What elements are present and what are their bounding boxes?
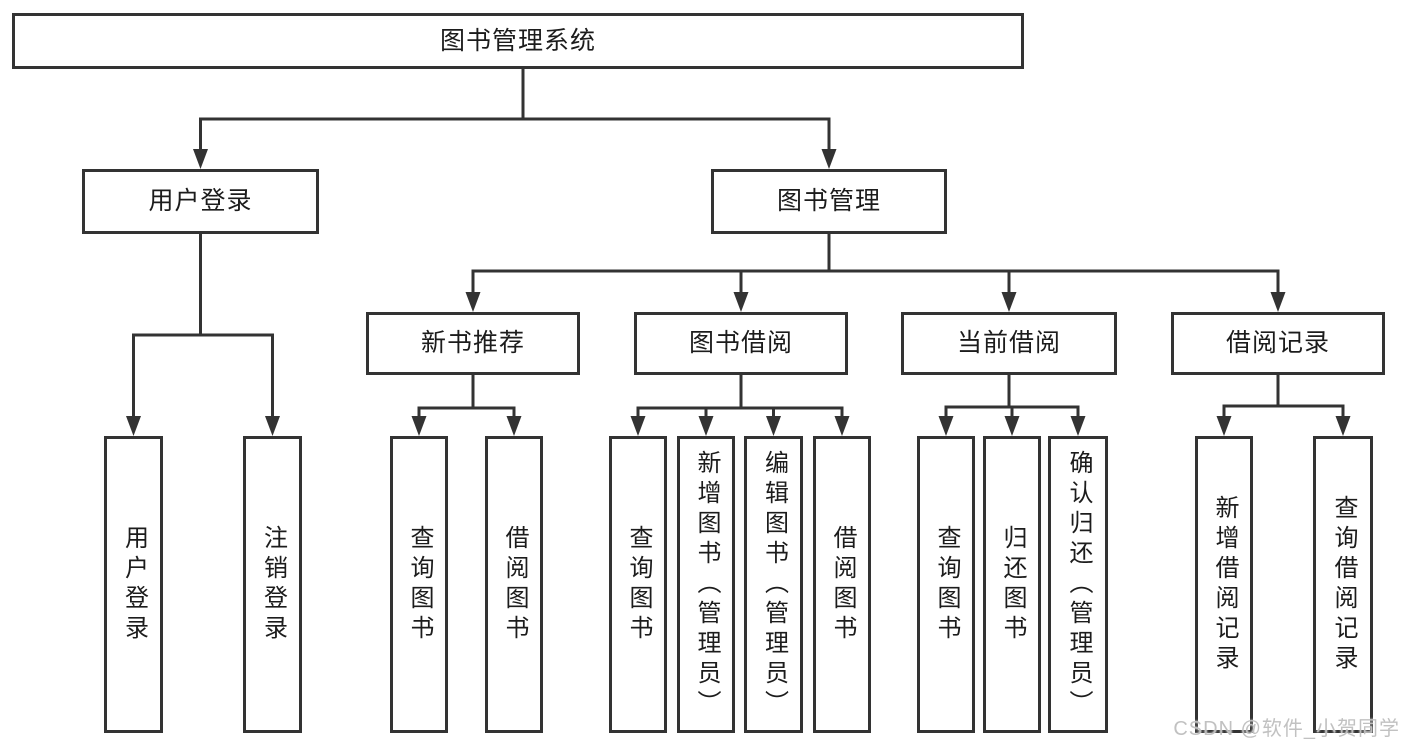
node-label: 新书推荐 <box>420 329 525 357</box>
node-book-management: 图书管理 <box>711 169 947 234</box>
leaf-current-return-book: 归还图书 <box>983 436 1041 733</box>
node-label: 借阅记录 <box>1225 329 1330 357</box>
node-label: 图书管理系统 <box>439 26 596 55</box>
leaf-borrow-add-book-admin: 新增图书（管理员） <box>677 436 735 733</box>
leaf-borrow-borrow-book: 借阅图书 <box>813 436 871 733</box>
leaf-label: 新增图书（管理员） <box>693 449 720 720</box>
leaf-label: 新增借阅记录 <box>1211 494 1238 675</box>
csdn-watermark: CSDN @软件_小贺同学 <box>1173 718 1400 740</box>
leaf-label: 归还图书 <box>999 524 1026 645</box>
leaf-label: 注销登录 <box>259 524 287 645</box>
leaf-borrow-query-book: 查询图书 <box>609 436 667 733</box>
leaf-label: 查询图书 <box>625 524 652 645</box>
node-current-borrow: 当前借阅 <box>901 312 1117 375</box>
leaf-record-query-borrow-record: 查询借阅记录 <box>1313 436 1373 733</box>
leaf-label: 编辑图书（管理员） <box>760 449 788 720</box>
leaf-current-confirm-return-admin: 确认归还（管理员） <box>1048 436 1108 733</box>
leaf-current-query-book: 查询图书 <box>917 436 975 733</box>
leaf-label: 查询图书 <box>933 524 960 645</box>
leaf-borrow-edit-book-admin: 编辑图书（管理员） <box>744 436 803 733</box>
leaf-label: 借阅图书 <box>501 524 528 645</box>
leaf-label: 查询借阅记录 <box>1330 494 1357 675</box>
node-label: 图书管理 <box>776 187 881 215</box>
leaf-logout-login: 注销登录 <box>243 436 302 733</box>
node-book-borrow: 图书借阅 <box>634 312 848 375</box>
leaf-record-add-borrow-record: 新增借阅记录 <box>1195 436 1253 733</box>
leaf-user-login: 用户登录 <box>104 436 163 733</box>
leaf-newbook-query-book: 查询图书 <box>390 436 448 733</box>
leaf-newbook-borrow-book: 借阅图书 <box>485 436 543 733</box>
leaf-label: 查询图书 <box>406 524 433 645</box>
node-label: 用户登录 <box>148 187 253 215</box>
node-label: 当前借阅 <box>956 329 1061 357</box>
node-label: 图书借阅 <box>688 329 793 357</box>
node-new-book-recommend: 新书推荐 <box>366 312 580 375</box>
leaf-label: 借阅图书 <box>829 524 856 645</box>
node-library-management-system: 图书管理系统 <box>12 13 1024 69</box>
node-user-login: 用户登录 <box>82 169 319 234</box>
leaf-label: 确认归还（管理员） <box>1065 449 1092 720</box>
node-borrow-record: 借阅记录 <box>1171 312 1385 375</box>
leaf-label: 用户登录 <box>120 524 148 645</box>
